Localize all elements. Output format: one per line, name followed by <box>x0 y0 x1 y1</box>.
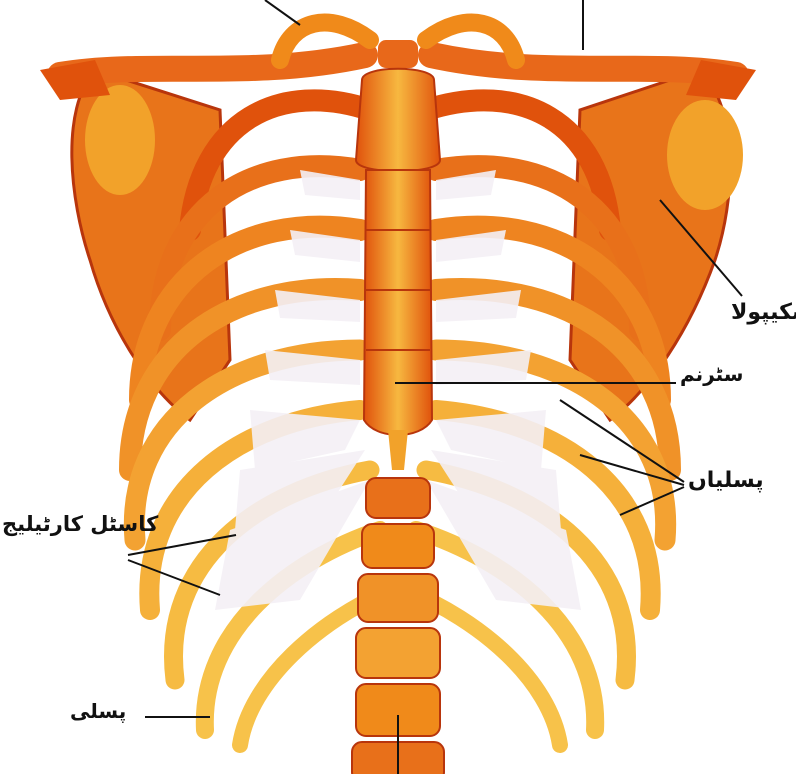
scapula-label: سکیپولا <box>731 300 796 325</box>
sternum-label: سٹرنم <box>680 362 743 386</box>
top-left-leader <box>265 0 300 25</box>
sternum <box>356 40 440 470</box>
rib-label: پسلی <box>70 699 126 723</box>
costal-cartilage-label: کاسٹل کارٹیلیج <box>2 512 158 536</box>
ribs-label: پسلیاں <box>688 468 764 493</box>
